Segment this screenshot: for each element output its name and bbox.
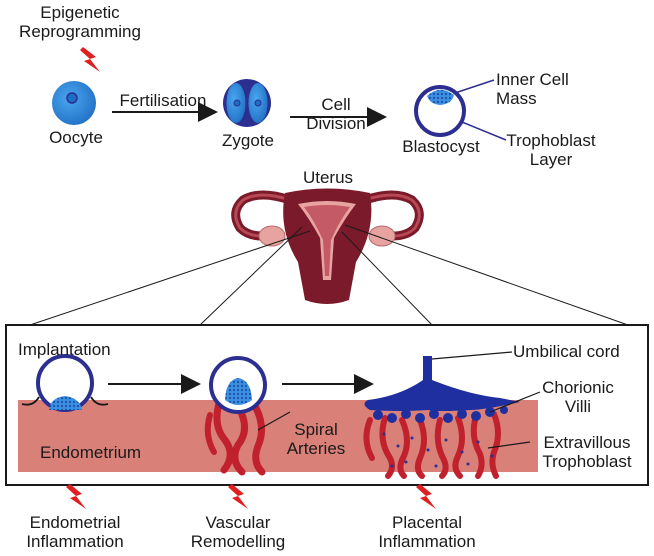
label-implantation: Implantation (18, 340, 111, 359)
label-inner-cell-mass: Inner Cell Mass (496, 70, 569, 108)
endometrium-tissue (18, 400, 538, 472)
lightning-bolt-icon (80, 47, 100, 72)
label-oocyte: Oocyte (49, 128, 103, 147)
label-zygote: Zygote (222, 131, 274, 150)
label-endometrial-inflammation: Endometrial Inflammation (26, 513, 124, 551)
oocyte-cell (52, 81, 96, 125)
label-spiral-arteries: Spiral Arteries (286, 420, 346, 458)
label-fertilisation: Fertilisation (119, 91, 207, 110)
lightning-bolt-icon (228, 484, 248, 509)
label-extravillous-trophoblast: Extravillous Trophoblast (542, 433, 632, 471)
lightning-bolt-icon (66, 484, 86, 509)
label-chorionic-villi: Chorionic Villi (542, 378, 614, 416)
label-endometrium: Endometrium (40, 443, 142, 462)
label-umbilical-cord: Umbilical cord (513, 342, 620, 361)
placenta (363, 356, 520, 479)
lightning-bolt-icon (416, 484, 436, 509)
label-cell-division: Cell Division (306, 95, 366, 133)
embedded-blastocyst (204, 356, 267, 476)
label-uterus: Uterus (302, 168, 354, 187)
label-placental-inflammation: Placental Inflammation (378, 513, 476, 551)
implanting-blastocyst (21, 354, 109, 412)
label-trophoblast-layer: Trophoblast Layer (506, 131, 596, 169)
uterus-illustration (231, 188, 424, 304)
label-blastocyst: Blastocyst (402, 137, 480, 156)
label-vascular-remodelling: Vascular Remodelling (190, 513, 286, 551)
label-epigenetic-reprogramming: Epigenetic Reprogramming (19, 3, 141, 41)
blastocyst-cell (414, 79, 507, 141)
zygote-cell (223, 79, 271, 127)
